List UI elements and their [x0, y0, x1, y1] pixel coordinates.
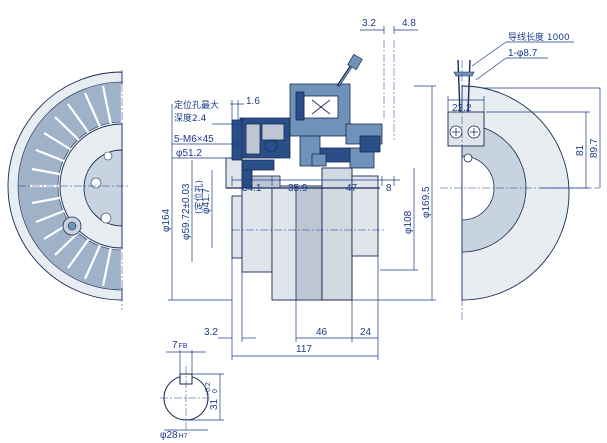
left-front-view	[7, 70, 130, 310]
dim-3-2-bottom: 3.2	[204, 327, 218, 338]
note-lead-length: 导线长度 1000	[508, 31, 570, 43]
dim-24: 24	[360, 327, 372, 338]
dim-31-tolerance-sub: 0	[212, 389, 219, 393]
right-rear-view	[440, 59, 600, 320]
dim-81: 81	[575, 144, 586, 156]
right-dimensions: 导线长度 1000 1-φ8.7 22.2 81 89.7	[447, 31, 601, 189]
dim-locating-hole: (定位孔)	[193, 180, 205, 214]
dim-4-8-top: 4.8	[402, 18, 416, 29]
dim-35-9: 35.9	[288, 183, 308, 194]
note-locating-depth-line2: 深度2.4	[174, 112, 207, 124]
dim-phi-41-7: φ41.7	[201, 188, 212, 214]
dim-89-7: 89.7	[589, 138, 600, 158]
dim-47: 47	[346, 183, 358, 194]
section-view	[225, 40, 395, 301]
dim-5-m6x45: 5-M6×45	[174, 134, 214, 145]
dim-phi-108: φ108	[403, 210, 414, 234]
dim-34-1: 34.1	[242, 183, 262, 194]
dim-7-fb: 7FB	[172, 340, 188, 351]
dim-22-2: 22.2	[452, 103, 472, 114]
dim-phi-51-2: φ51.2	[176, 148, 202, 159]
dim-46: 46	[316, 327, 328, 338]
dim-31-tolerance: 31	[209, 398, 220, 410]
dim-phi-28: φ28H7	[160, 430, 188, 441]
dim-3-2-top: 3.2	[362, 18, 376, 29]
dim-phi-164: φ164	[161, 208, 172, 232]
dim-1-phi-8-7: 1-φ8.7	[508, 48, 538, 59]
dim-phi-169-5: φ169.5	[421, 186, 432, 218]
dim-phi-59-72: φ59.72±0.03	[181, 183, 192, 240]
keyway-detail: 7FB 31 +0.2 0 φ28H7	[160, 340, 224, 441]
dim-31-tolerance-sup: +0.2	[205, 382, 212, 396]
section-dimensions: 3.2 4.8 定位孔最大 深度2.4 1.6 5-M6×45 φ51.2 34…	[161, 18, 436, 360]
dim-117: 117	[296, 344, 312, 355]
dim-1-6: 1.6	[246, 96, 260, 107]
dim-8: 8	[386, 183, 392, 194]
note-locating-depth-line1: 定位孔最大	[174, 99, 219, 111]
